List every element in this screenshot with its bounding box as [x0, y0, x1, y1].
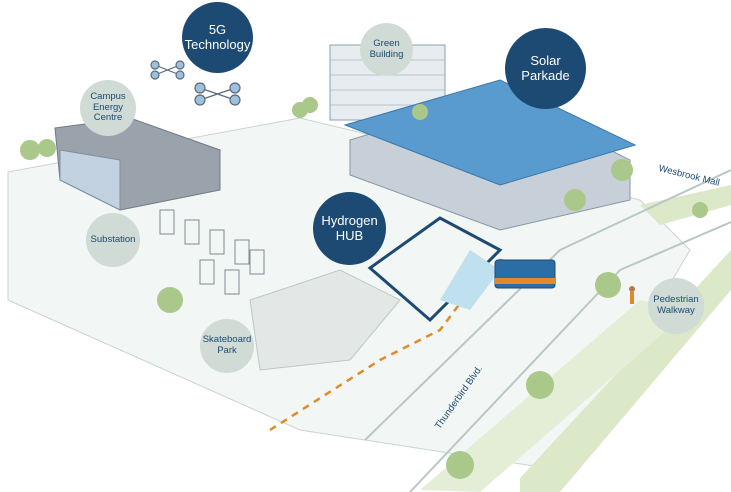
drone-icon — [151, 61, 184, 79]
hydrogen-hub-label: Hydrogen HUB — [321, 214, 377, 244]
campus-energy-bubble: Campus Energy Centre — [80, 80, 136, 136]
skateboard-park-bubble: Skateboard Park — [200, 319, 254, 373]
bus-stripe — [495, 278, 555, 284]
drone-icon — [195, 83, 240, 105]
solar-parkade-label: Solar Parkade — [521, 54, 569, 84]
hydrogen-hub-bubble: Hydrogen HUB — [313, 192, 386, 265]
substation-bubble: Substation — [86, 213, 140, 267]
tech-5g-label: 5G Technology — [185, 23, 251, 53]
solar-parkade-bubble: Solar Parkade — [505, 28, 586, 109]
green-building-bubble: Green Building — [360, 23, 413, 76]
skateboard-park-label: Skateboard Park — [203, 335, 252, 357]
tech-5g-bubble: 5G Technology — [182, 2, 253, 73]
pedestrian-walkway-bubble: Pedestrian Walkway — [648, 278, 704, 334]
campus-energy-label: Campus Energy Centre — [90, 92, 125, 125]
pedestrian-walkway-label: Pedestrian Walkway — [653, 295, 698, 317]
green-building-label: Green Building — [370, 39, 404, 61]
substation-label: Substation — [91, 235, 136, 246]
